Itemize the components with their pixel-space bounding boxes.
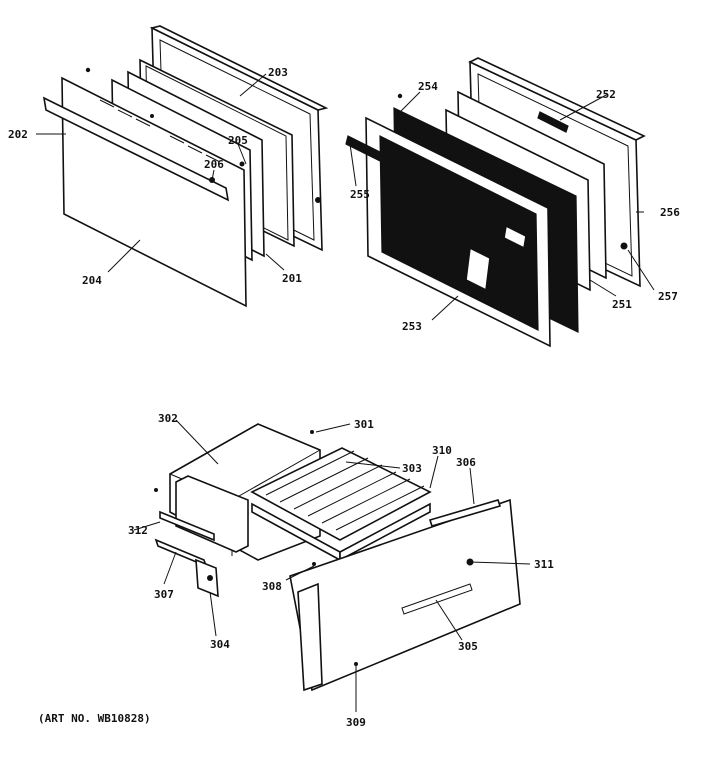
callout-310: 310 [432,444,452,457]
callout-308: 308 [262,580,282,593]
callout-305: 305 [458,640,478,653]
callout-203: 203 [268,66,288,79]
callout-255: 255 [350,188,370,201]
callout-309: 309 [346,716,366,729]
left-door-assembly [42,25,329,308]
callout-202: 202 [8,128,28,141]
right-door-assembly [345,57,646,348]
callout-304: 304 [210,638,230,651]
callout-303: 303 [402,462,422,475]
callout-312: 312 [128,524,148,537]
callout-201: 201 [282,272,302,285]
callout-256: 256 [660,206,680,219]
callout-301: 301 [354,418,374,431]
art-number: (ART NO. WB10828) [38,712,151,725]
callout-253: 253 [402,320,422,333]
callout-labels: 202 203 205 206 204 201 254 252 255 256 … [8,66,680,729]
callout-205: 205 [228,134,248,147]
callout-254: 254 [418,80,438,93]
callout-307: 307 [154,588,174,601]
callout-302: 302 [158,412,178,425]
drawer-assembly [154,423,521,692]
callout-204: 204 [82,274,102,287]
callout-251: 251 [612,298,632,311]
callout-257: 257 [658,290,678,303]
callout-252: 252 [596,88,616,101]
callout-306: 306 [456,456,476,469]
leader-lines [36,73,655,712]
callout-206: 206 [204,158,224,171]
callout-311: 311 [534,558,554,571]
